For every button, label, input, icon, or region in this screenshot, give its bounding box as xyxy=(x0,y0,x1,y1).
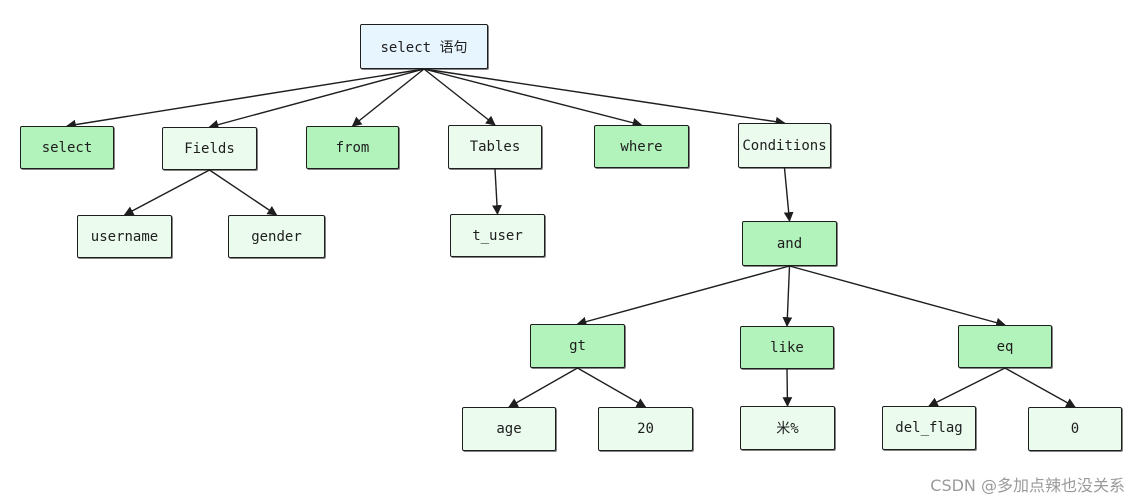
node-eq: eq xyxy=(958,325,1052,368)
node-gender: gender xyxy=(228,215,325,258)
node-where-keyword: where xyxy=(594,125,689,168)
edge-eq-to-del_flag xyxy=(928,367,1006,407)
edge-eq-to-val_0 xyxy=(1004,367,1076,408)
node-like: like xyxy=(740,326,834,369)
edge-gt-to-val_20 xyxy=(577,367,647,408)
edge-root-to-select xyxy=(66,68,425,130)
node-conditions: Conditions xyxy=(738,123,831,168)
edge-and-to-eq xyxy=(789,265,1006,328)
edge-root-to-where xyxy=(423,68,643,128)
node-from-keyword: from xyxy=(306,126,399,169)
node-tables: Tables xyxy=(448,125,542,169)
edge-conditions-to-and xyxy=(783,167,794,222)
node-value-20: 20 xyxy=(598,407,693,451)
node-del-flag: del_flag xyxy=(882,406,976,450)
edge-gt-to-age xyxy=(508,367,578,408)
edge-like-to-pattern xyxy=(782,368,793,407)
node-like-pattern: 米% xyxy=(740,406,835,450)
edge-tables-to-t_user xyxy=(492,168,502,215)
node-t-user: t_user xyxy=(450,214,545,257)
edge-root-to-from xyxy=(351,68,425,127)
edge-root-to-fields xyxy=(208,68,425,130)
edge-root-to-tables xyxy=(423,68,496,126)
edge-and-to-gt xyxy=(576,265,790,327)
node-gt: gt xyxy=(530,324,625,368)
node-fields: Fields xyxy=(162,127,257,170)
node-select-keyword: select xyxy=(20,126,114,169)
edge-fields-to-gender xyxy=(209,169,278,216)
node-value-0: 0 xyxy=(1028,407,1122,451)
watermark: CSDN @多加点辣也没关系 xyxy=(930,476,1125,495)
node-and: and xyxy=(742,221,837,266)
edge-and-to-like xyxy=(782,265,793,327)
node-username: username xyxy=(77,215,172,258)
edge-fields-to-username xyxy=(123,169,210,216)
node-age: age xyxy=(462,407,556,451)
edge-root-to-conditions xyxy=(423,68,786,127)
node-select-statement: select 语句 xyxy=(360,24,488,69)
